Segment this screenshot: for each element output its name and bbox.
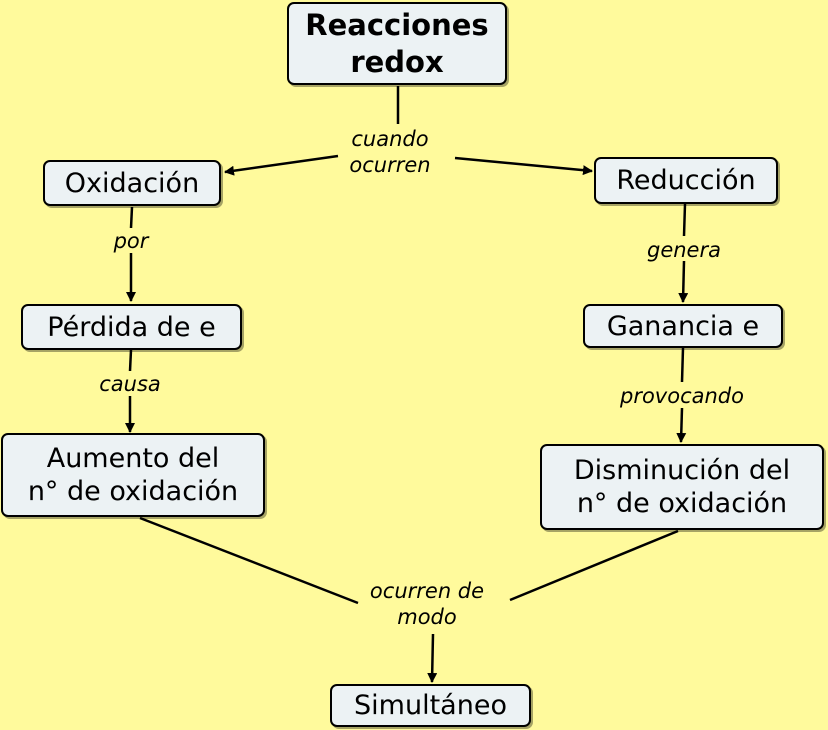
concept-label: Oxidación bbox=[64, 167, 200, 199]
link-cuando-ocurren: cuando ocurren bbox=[349, 127, 431, 177]
concept-simultaneo[interactable]: Simultáneo bbox=[330, 684, 531, 727]
connector-ganancia-to-provocando bbox=[680, 347, 685, 383]
concept-label: Reacciones redox bbox=[305, 7, 489, 79]
concept-reacciones-redox[interactable]: Reacciones redox bbox=[287, 2, 507, 85]
concept-oxidacion[interactable]: Oxidación bbox=[43, 160, 221, 206]
concept-reduccion[interactable]: Reducción bbox=[594, 157, 778, 204]
connector-disminucion-to-ocurren-de-modo bbox=[509, 529, 679, 602]
concept-label: Aumento del n° de oxidación bbox=[27, 443, 239, 507]
concept-ganancia-e[interactable]: Ganancia e bbox=[583, 304, 783, 348]
link-por: por bbox=[113, 229, 149, 253]
connector-ocurren-de-modo-to-simultaneo bbox=[427, 633, 438, 683]
connector-cuando-ocurren-to-reduccion bbox=[454, 156, 593, 176]
connector-cuando-ocurren-to-oxidacion bbox=[224, 154, 339, 176]
link-causa: causa bbox=[99, 372, 161, 396]
connector-oxidacion-to-por bbox=[129, 206, 134, 229]
concept-disminucion-nox[interactable]: Disminución del n° de oxidación bbox=[540, 444, 824, 530]
concept-label: Ganancia e bbox=[606, 310, 760, 342]
concept-label: Pérdida de e bbox=[47, 311, 216, 343]
concept-label: Simultáneo bbox=[354, 690, 507, 721]
connector-provocando-to-disminucion bbox=[676, 407, 687, 443]
link-provocando: provocando bbox=[620, 384, 744, 408]
concept-label: Disminución del n° de oxidación bbox=[573, 455, 791, 519]
link-ocurren-de-modo: ocurren de modo bbox=[369, 579, 485, 629]
concept-label: Reducción bbox=[616, 165, 756, 196]
connector-aumento-to-ocurren-de-modo bbox=[139, 516, 359, 605]
concept-aumento-nox[interactable]: Aumento del n° de oxidación bbox=[1, 433, 265, 517]
link-genera: genera bbox=[647, 238, 721, 262]
connector-reduccion-to-genera bbox=[682, 203, 687, 237]
concept-perdida-de-e[interactable]: Pérdida de e bbox=[21, 304, 242, 350]
connector-genera-to-ganancia bbox=[678, 260, 689, 303]
connector-perdida-to-causa bbox=[128, 349, 133, 372]
